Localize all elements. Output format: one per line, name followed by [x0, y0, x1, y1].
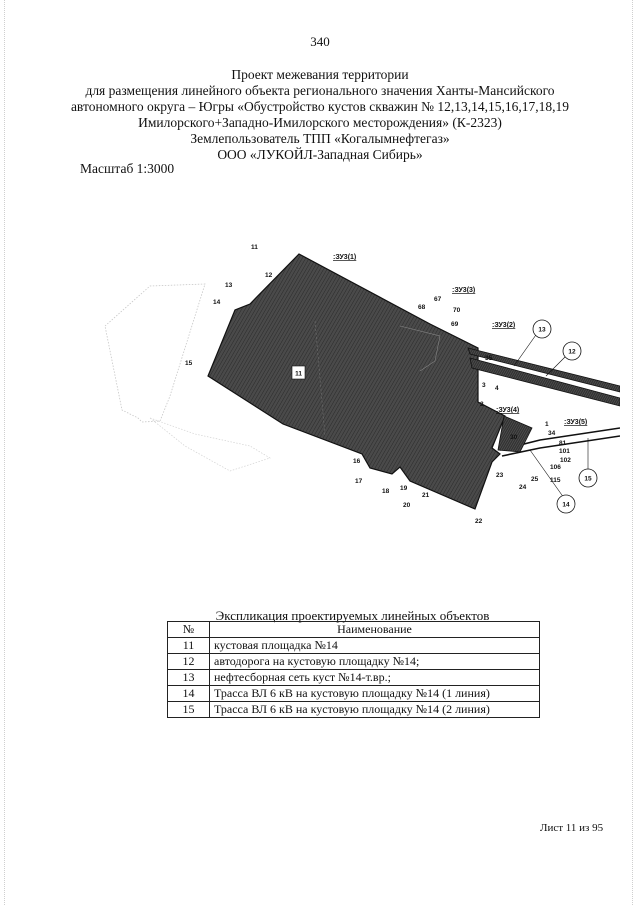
- row-number: 14: [167, 685, 210, 702]
- svg-text:106: 106: [550, 464, 561, 471]
- zone-label-zu3-2: :ЗУ3(2): [492, 322, 515, 329]
- svg-text:67: 67: [434, 296, 442, 303]
- road-corridor-12: [469, 357, 620, 407]
- svg-text:11: 11: [251, 244, 258, 251]
- page-edge-left: [4, 0, 5, 905]
- leader-12: [545, 353, 569, 377]
- corridor-zu3-4: [497, 415, 533, 453]
- point-labels: 11 12 13 14 15 68 67 70 69 1 2 3 4 34 81…: [185, 244, 571, 525]
- title-line-2: для размещения линейного объекта региона…: [85, 83, 555, 98]
- map-scale: Масштаб 1:3000: [80, 161, 175, 176]
- svg-text:15: 15: [185, 360, 193, 367]
- svg-text:13: 13: [538, 327, 546, 334]
- zone-label-zu3-1: :ЗУ3(1): [333, 254, 356, 261]
- row-number: 13: [167, 669, 210, 686]
- document-title: Проект межевания территории для размещен…: [40, 67, 600, 163]
- svg-text:25: 25: [531, 476, 539, 483]
- parcel-number-label: 11: [291, 365, 306, 380]
- svg-text:81: 81: [559, 440, 567, 447]
- svg-text:69: 69: [451, 321, 459, 328]
- title-line-5: Землепользователь ТПП «Когалымнефтегаз»: [190, 131, 450, 146]
- row-name: Трасса ВЛ 6 кВ на кустовую площадку №14 …: [209, 685, 540, 702]
- svg-text:12: 12: [568, 349, 576, 356]
- svg-text:4: 4: [495, 385, 499, 392]
- internal-line: [399, 325, 441, 372]
- svg-text:35: 35: [485, 355, 493, 362]
- table-row: 12 автодорога на кустовую площадку №14;: [167, 653, 540, 670]
- svg-text:19: 19: [400, 485, 408, 492]
- table-row: 14 Трасса ВЛ 6 кВ на кустовую площадку №…: [167, 685, 540, 702]
- svg-text:16: 16: [353, 458, 361, 465]
- svg-text:14: 14: [562, 502, 570, 509]
- svg-text:1: 1: [545, 421, 549, 428]
- svg-text:17: 17: [355, 478, 363, 485]
- row-name: кустовая площадка №14: [209, 637, 540, 654]
- svg-text:18: 18: [382, 488, 390, 495]
- sheet-number: Лист 11 из 95: [540, 822, 604, 834]
- circle-label-15: 15: [578, 468, 598, 488]
- svg-text:15: 15: [584, 476, 592, 483]
- table-row: 11 кустовая площадка №14: [167, 637, 540, 654]
- svg-text:102: 102: [560, 457, 571, 464]
- title-line-3: автономного округа – Югры «Обустройство …: [70, 99, 570, 114]
- table-row: 13 нефтесборная сеть куст №14-т.вр.;: [167, 669, 540, 686]
- leader-13: [513, 331, 539, 367]
- row-number: 15: [167, 701, 210, 718]
- svg-text:24: 24: [519, 484, 527, 491]
- circle-label-12: 12: [562, 341, 582, 361]
- table-row: 15 Трасса ВЛ 6 кВ на кустовую площадку №…: [167, 701, 540, 718]
- table-header-row: № Наименование: [167, 621, 540, 638]
- circle-label-13: 13: [532, 319, 552, 339]
- title-line-6: ООО «ЛУКОЙЛ-Западная Сибирь»: [217, 147, 423, 162]
- title-line-1: Проект межевания территории: [231, 67, 409, 82]
- row-name: Трасса ВЛ 6 кВ на кустовую площадку №14 …: [209, 701, 540, 718]
- cadastral-map: 13 12 15 14 11 :ЗУ3(1) :ЗУ3(3) :ЗУ3(2) :…: [100, 236, 620, 536]
- column-header-name: Наименование: [209, 621, 540, 638]
- row-name: нефтесборная сеть куст №14-т.вр.;: [209, 669, 540, 686]
- svg-text:23: 23: [496, 472, 504, 479]
- existing-parcel-outline-2: [149, 417, 271, 472]
- page-edge-right: [632, 0, 633, 905]
- row-number: 12: [167, 653, 210, 670]
- zone-label-zu3-3: :ЗУ3(3): [452, 287, 475, 294]
- internal-line-2: [314, 320, 326, 437]
- column-header-number: №: [167, 621, 210, 638]
- svg-text:11: 11: [295, 371, 302, 378]
- svg-text:115: 115: [550, 477, 561, 484]
- row-number: 11: [167, 637, 210, 654]
- row-name: автодорога на кустовую площадку №14;: [209, 653, 540, 670]
- well-pad-parcel: [207, 253, 506, 510]
- svg-text:101: 101: [559, 448, 570, 455]
- zone-label-zu3-5: :ЗУ3(5): [564, 419, 587, 426]
- svg-text:22: 22: [475, 518, 483, 525]
- svg-text:12: 12: [265, 272, 273, 279]
- power-line-15: [501, 435, 620, 457]
- svg-text:70: 70: [453, 307, 461, 314]
- svg-text:13: 13: [225, 282, 233, 289]
- title-line-4: Имилорского+Западно-Имилорского месторож…: [138, 115, 502, 130]
- svg-text:3: 3: [482, 382, 486, 389]
- pipeline-corridor-13: [467, 347, 620, 393]
- svg-text:34: 34: [548, 430, 556, 437]
- svg-text:2: 2: [480, 401, 484, 408]
- zone-label-zu3-4: :ЗУ3(4): [496, 407, 519, 414]
- svg-text:30: 30: [510, 434, 518, 441]
- leader-14: [529, 449, 565, 499]
- svg-text:14: 14: [213, 299, 221, 306]
- explication-table: № Наименование 11 кустовая площадка №14 …: [167, 621, 540, 718]
- svg-text:68: 68: [418, 304, 426, 311]
- svg-text:20: 20: [403, 502, 411, 509]
- table-caption: Экспликация проектируемых линейных объек…: [215, 608, 490, 623]
- page-number: 340: [310, 34, 330, 49]
- circle-label-14: 14: [556, 494, 576, 514]
- existing-parcel-outline: [104, 283, 206, 423]
- svg-text:21: 21: [422, 492, 430, 499]
